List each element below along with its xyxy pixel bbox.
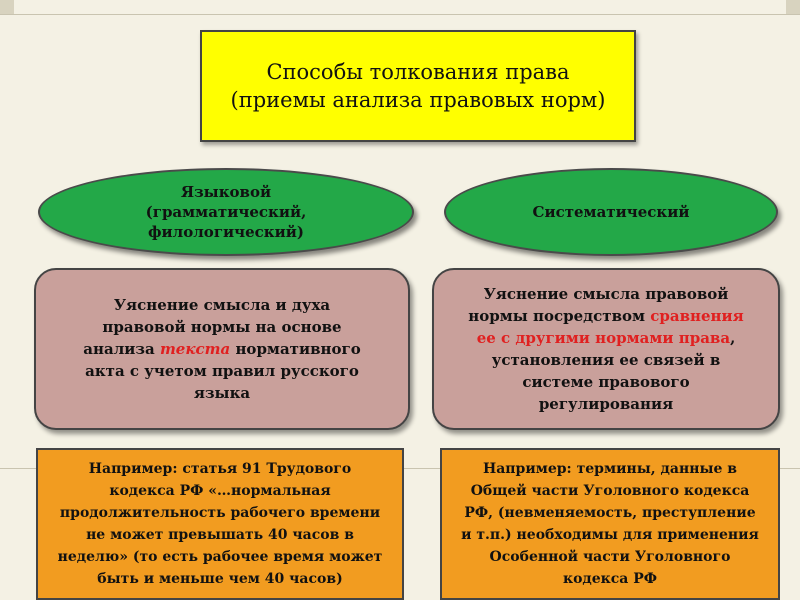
linguistic-example-line-4: не может превышать 40 часов в [86,527,354,543]
linguistic-desc-line-1: Уяснение смысла и духа [113,296,331,314]
systematic-desc-line-3-post: , [730,329,736,347]
systematic-desc-line-5: системе правового [522,373,690,391]
systematic-method-ellipse: Систематический [444,168,778,256]
linguistic-example-line-6: быть и меньше чем 40 часов) [97,571,343,587]
systematic-desc-emphasis-2: ее с другими нормами права [476,329,731,347]
systematic-example-line-2: Общей части Уголовного кодекса [470,483,750,499]
linguistic-desc-line-3-post: нормативного [230,340,361,358]
linguistic-example-line-5: неделю» (то есть рабочее время может [57,549,383,565]
linguistic-desc-line-5: языка [193,384,251,402]
linguistic-desc-line-4: акта с учетом правил русского [85,362,359,380]
linguistic-heading-line-1: Языковой [180,183,272,201]
linguistic-heading-line-2: (грамматический, [145,203,307,221]
systematic-desc-line-2-pre: нормы посредством [468,307,651,325]
linguistic-example-box: Например: статья 91 Трудового кодекса РФ… [36,448,404,600]
systematic-desc-line-3: ее с другими нормами права, [477,327,736,349]
systematic-example-line-1: Например: термины, данные в [482,461,737,477]
systematic-example-line-6: кодекса РФ [562,571,658,587]
linguistic-desc-emphasis: текста [159,340,231,358]
systematic-example-line-5: Особенной части Уголовного [489,549,731,565]
decor-line-top [0,14,800,15]
systematic-description-box: Уяснение смысла правовой нормы посредств… [432,268,780,430]
systematic-desc-line-4: установления ее связей в [491,351,721,369]
systematic-example-line-3: РФ, (невменяемость, преступление [464,505,756,521]
systematic-desc-line-6: регулирования [538,395,674,413]
systematic-desc-emphasis-1: сравнения [650,307,744,325]
linguistic-desc-line-3-pre: анализа [83,340,160,358]
title-line-1: Способы толкования права [266,60,570,84]
diagram-title: Способы толкования права (приемы анализа… [200,30,636,142]
systematic-heading: Систематический [532,203,690,221]
linguistic-example-line-3: продолжительность рабочего времени [59,505,381,521]
linguistic-heading-line-3: филологический) [148,223,304,241]
systematic-desc-line-1: Уяснение смысла правовой [483,285,729,303]
systematic-example-box: Например: термины, данные в Общей части … [440,448,780,600]
linguistic-example-line-1: Например: статья 91 Трудового [88,461,352,477]
linguistic-method-ellipse: Языковой (грамматический, филологический… [38,168,414,256]
linguistic-description-box: Уяснение смысла и духа правовой нормы на… [34,268,410,430]
decor-corner-right [786,0,800,14]
systematic-example-line-4: и т.п.) необходимы для применения [461,527,759,543]
systematic-desc-line-2: нормы посредством сравнения [468,305,744,327]
decor-corner-left [0,0,14,14]
title-line-2: (приемы анализа правовых норм) [230,88,606,112]
linguistic-example-line-2: кодекса РФ «…нормальная [109,483,331,499]
linguistic-desc-line-3: анализа текста нормативного [83,338,360,360]
linguistic-desc-line-2: правовой нормы на основе [102,318,342,336]
